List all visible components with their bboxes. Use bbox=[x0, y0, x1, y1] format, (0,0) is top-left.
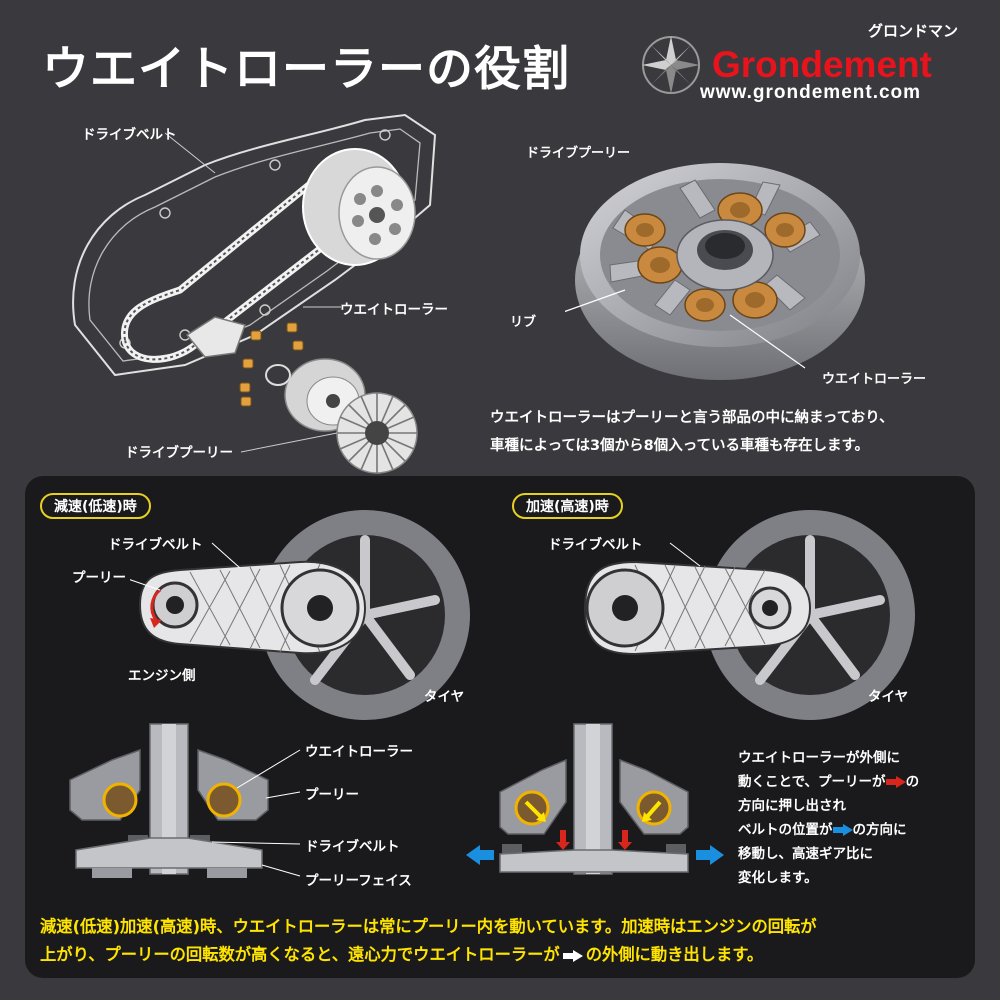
high-speed-cross-section bbox=[466, 723, 724, 875]
summary-line-2b: の外側に動き出します。 bbox=[585, 945, 764, 964]
drive-pulley-photo bbox=[565, 163, 865, 380]
label-engine-side: エンジン側 bbox=[128, 668, 196, 684]
tag-acceleration: 加速(高速)時 bbox=[512, 493, 623, 519]
tag-deceleration: 減速(低速)時 bbox=[40, 493, 151, 519]
label-weight-roller-top: ウエイトローラー bbox=[340, 302, 448, 318]
label-weight-roller-photo: ウエイトローラー bbox=[822, 372, 927, 387]
low-speed-cross-section bbox=[69, 723, 301, 878]
explanation-text: の bbox=[905, 774, 920, 790]
explanation-text: の方向に bbox=[852, 822, 907, 838]
white-arrow-icon bbox=[562, 949, 583, 962]
blue-arrow-icon bbox=[832, 824, 853, 836]
description-line-2: 車種によっては3個から8個入っている車種も存在します。 bbox=[490, 438, 870, 454]
low-speed-belt-diagram bbox=[130, 510, 470, 720]
summary-text: 減速(低速)加速(高速)時、ウエイトローラーは常にプーリー内を動いています。加速… bbox=[40, 913, 980, 969]
label-belt-low: ドライブベルト bbox=[108, 537, 203, 553]
summary-line-2: 上がり、プーリーの回転数が高くなると、遠心力でウエイトローラーが の外側に動き出し… bbox=[40, 941, 980, 969]
explanation-line-2: 動くことで、プーリーが の bbox=[738, 770, 919, 794]
summary-line-2a: 上がり、プーリーの回転数が高くなると、遠心力でウエイトローラーが bbox=[40, 945, 560, 964]
red-arrow-icon bbox=[885, 776, 906, 788]
summary-line-1: 減速(低速)加速(高速)時、ウエイトローラーは常にプーリー内を動いています。加速… bbox=[40, 917, 817, 936]
explanation-line-6: 変化します。 bbox=[738, 866, 919, 890]
compass-logo-icon bbox=[640, 34, 702, 96]
brand-url[interactable]: www.grondement.com bbox=[700, 82, 922, 103]
explanation-text: 方向に押し出され bbox=[738, 798, 846, 814]
description-line-1: ウエイトローラーはプーリーと言う部品の中に納まっており、 bbox=[490, 410, 894, 426]
page-title: ウエイトローラーの役割 bbox=[42, 42, 570, 97]
explanation-line-5: 移動し、高速ギア比に bbox=[738, 842, 919, 866]
label-pulley-low: プーリー bbox=[72, 570, 126, 586]
acceleration-explanation: ウエイトローラーが外側に 動くことで、プーリーが の 方向に押し出され ベルトの位… bbox=[738, 746, 919, 890]
label-belt-section: ドライブベルト bbox=[305, 839, 400, 855]
brand-name: Grondement bbox=[712, 44, 932, 85]
cvt-exploded-illustration bbox=[72, 113, 437, 474]
label-tire-high: タイヤ bbox=[868, 689, 909, 705]
explanation-text: 変化します。 bbox=[738, 870, 818, 886]
explanation-line-4: ベルトの位置が の方向に bbox=[738, 818, 919, 842]
label-drive-pulley-top: ドライブプーリー bbox=[125, 445, 233, 461]
label-drive-belt-top: ドライブベルト bbox=[82, 127, 177, 143]
label-weight-roller-section: ウエイトローラー bbox=[305, 744, 413, 760]
explanation-line-1: ウエイトローラーが外側に bbox=[738, 746, 919, 770]
label-drive-pulley-photo: ドライブプーリー bbox=[526, 146, 631, 161]
explanation-line-3: 方向に押し出され bbox=[738, 794, 919, 818]
explanation-text: ウエイトローラーが外側に bbox=[738, 750, 900, 766]
explanation-text: 動くことで、プーリーが bbox=[738, 774, 886, 790]
label-tire-low: タイヤ bbox=[424, 689, 465, 705]
label-rib: リブ bbox=[510, 315, 537, 330]
label-pulley-section: プーリー bbox=[305, 787, 359, 803]
brand-kana: グロンドマン bbox=[868, 22, 959, 40]
explanation-text: 移動し、高速ギア比に bbox=[738, 846, 873, 862]
label-belt-high: ドライブベルト bbox=[548, 537, 643, 553]
explanation-text: ベルトの位置が bbox=[738, 822, 833, 838]
label-pulley-face: プーリーフェイス bbox=[305, 873, 412, 889]
high-speed-belt-diagram bbox=[583, 510, 915, 720]
